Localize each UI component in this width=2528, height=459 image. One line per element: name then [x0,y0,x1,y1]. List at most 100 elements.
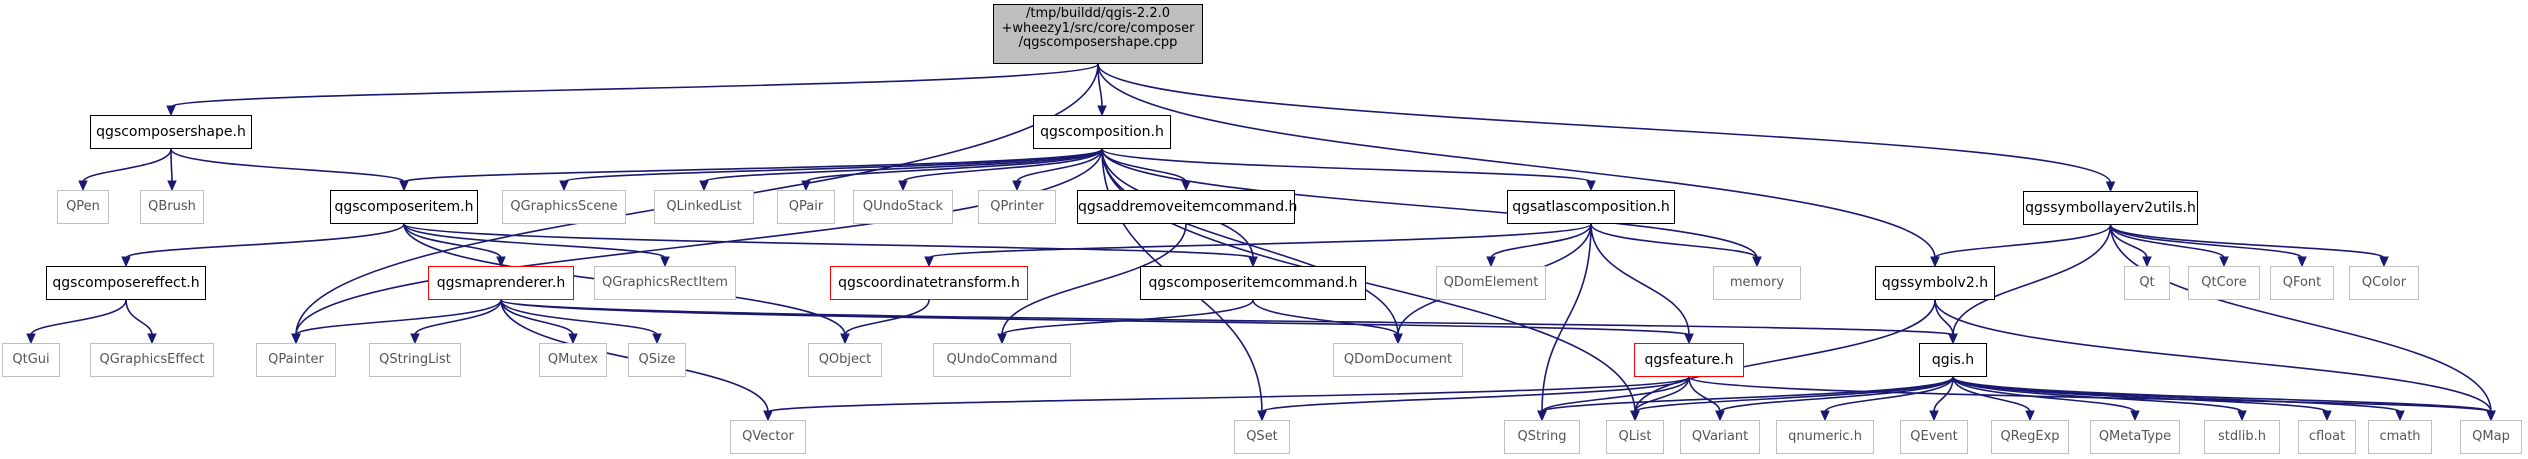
arrowhead-qgis_h-to-QMap [2486,410,2496,422]
edge-qgis_h-to-QString [1541,376,1954,413]
node-qmap[interactable]: QMap [2460,420,2522,454]
node-qgscoordinatetransform-h[interactable]: qgscoordinatetransform.h [830,266,1028,300]
node-qgscomposershape-h[interactable]: qgscomposershape.h [90,115,252,149]
node-qgssymbollayerv2utils-h[interactable]: qgssymbollayerv2utils.h [2023,191,2198,225]
edge-qgssymbollayerv2utils_h-to-QFont [2109,224,2303,259]
node-qundostack[interactable]: QUndoStack [853,190,953,224]
node-qgraphicsscene[interactable]: QGraphicsScene [502,190,626,224]
arrowhead-qgis_h-to-cmath [2395,410,2405,422]
node-qgscomposershape-cpp[interactable]: /tmp/buildd/qgis-2.2.0 +wheezy1/src/core… [993,4,1203,64]
arrowhead-qgis_h-to-qnumeric_h [1820,410,1830,422]
arrowhead-qgsfeature_h-to-QSet [1257,410,1267,422]
node-qvariant[interactable]: QVariant [1680,420,1760,454]
node-cfloat[interactable]: cfloat [2298,420,2356,454]
root-label-line-2: +wheezy1/src/core/composer [1001,20,1195,36]
node-qpair[interactable]: QPair [777,190,835,224]
node-qgraphicseffect[interactable]: QGraphicsEffect [90,343,214,377]
edge-qgscomposershape_h-to-QPen [82,148,172,183]
node-qgscomposition-h[interactable]: qgscomposition.h [1033,115,1171,149]
node-qlist[interactable]: QList [1606,420,1664,454]
node-qstringlist[interactable]: QStringList [369,343,461,377]
arrowhead-qgsmaprenderer_h-to-QMutex [568,333,578,345]
edge-qgsfeature_h-to-QSet [1261,376,1690,413]
node-qevent[interactable]: QEvent [1900,420,1968,454]
node-qregexp[interactable]: QRegExp [1991,420,2069,454]
arrowhead-qgis_h-to-QList [1630,410,1640,422]
edge-qgssymbollayerv2utils_h-to-qgssymbolv2_h [1934,224,2112,259]
node-qvector[interactable]: QVector [730,420,806,454]
node-memory[interactable]: memory [1713,266,1801,300]
edge-qgis_h-to-stdlib_h [1952,376,2243,413]
node-qtcore[interactable]: QtCore [2188,266,2260,300]
arrowhead-qgsatlascomposition_h-to-qgscoordinatetransform_h [924,256,934,268]
arrowhead-qgsatlascomposition_h-to-memory [1752,256,1762,268]
node-qfont[interactable]: QFont [2270,266,2334,300]
arrowhead-qgsfeature_h-to-QVector [763,410,773,422]
node-cmath[interactable]: cmath [2368,420,2432,454]
edge-root-to-qgscomposershape_h [170,63,1099,108]
arrowhead-qgssymbollayerv2utils_h-to-QFont [2297,256,2307,268]
edge-qgscomposition_h-to-QLinkedList [703,148,1103,183]
node-qtgui[interactable]: QtGui [2,343,60,377]
arrowhead-qgscomposition_h-to-QPrinter [1012,180,1022,192]
node-qobject[interactable]: QObject [808,343,882,377]
arrowhead-qgscomposition_h-to-QGraphicsScene [559,180,569,192]
node-qcolor[interactable]: QColor [2349,266,2419,300]
node-qgscomposeritem-h[interactable]: qgscomposeritem.h [330,190,478,224]
arrowhead-qgssymbollayerv2utils_h-to-QColor [2379,256,2389,268]
arrowhead-qgsmaprenderer_h-to-QSize [652,333,662,345]
edge-qgssymbollayerv2utils_h-to-QMap [2109,224,2492,413]
node-qpen[interactable]: QPen [57,190,109,224]
node-qgscomposereffect-h[interactable]: qgscomposereffect.h [46,266,206,300]
edge-qgscomposition_h-to-QUndoStack [902,148,1103,183]
node-qset[interactable]: QSet [1234,420,1290,454]
edge-qgsatlascomposition_h-to-qgsfeature_h [1590,223,1690,336]
arrowhead-qgsmaprenderer_h-to-QPainter [291,333,301,345]
node-qmutex[interactable]: QMutex [539,343,607,377]
arrowhead-qgscomposeritem_h-to-QGraphicsRectItem [660,256,670,268]
edge-root-to-qgssymbollayerv2utils_h [1097,63,2112,184]
node-qgsaddremoveitemcommand-h[interactable]: qgsaddremoveitemcommand.h [1077,190,1297,224]
node-qstring[interactable]: QString [1504,420,1580,454]
edge-qgscomposeritemcommand_h-to-QDomDocument [1252,299,1399,336]
arrowhead-qgscomposeritemcommand_h-to-QUndoCommand [997,333,1007,345]
node-qmetatype[interactable]: QMetaType [2090,420,2180,454]
node-qgsfeature-h[interactable]: qgsfeature.h [1634,343,1744,377]
node-qdomelement[interactable]: QDomElement [1436,266,1546,300]
node-qundocommand[interactable]: QUndoCommand [933,343,1071,377]
node-qt[interactable]: Qt [2124,266,2170,300]
edge-qgsmaprenderer_h-to-qgsfeature_h [500,299,1690,336]
node-qgis-h[interactable]: qgis.h [1919,343,1987,377]
node-qnumeric-h[interactable]: qnumeric.h [1776,420,1874,454]
arrowhead-qgscomposition_h-to-QPair [801,180,811,192]
edge-qgscomposershape_h-to-qgscomposeritem_h [170,148,405,183]
node-stdlib-h[interactable]: stdlib.h [2204,420,2280,454]
root-label-line-3: /qgscomposershape.cpp [1018,35,1178,50]
node-qgsmaprenderer-h[interactable]: qgsmaprenderer.h [428,266,574,300]
node-qgraphicsrectitem[interactable]: QGraphicsRectItem [594,266,736,300]
arrowhead-qgssymbollayerv2utils_h-to-QtCore [2219,256,2229,268]
node-qgscomposeritemcommand-h[interactable]: qgscomposeritemcommand.h [1140,266,1366,300]
node-qbrush[interactable]: QBrush [140,190,204,224]
node-qdomdocument[interactable]: QDomDocument [1333,343,1463,377]
arrowhead-qgscomposition_h-to-qgscomposeritem_h [399,180,409,192]
arrowhead-qgssymbolv2_h-to-qgis_h [1948,333,1958,345]
edge-qgis_h-to-cmath [1952,376,2401,413]
edge-qgsaddremoveitemcommand_h-to-QUndoCommand [1001,223,1187,336]
node-qgssymbolv2-h[interactable]: qgssymbolv2.h [1875,266,1995,300]
arrowhead-root-to-qgssymbollayerv2utils_h [2105,181,2116,193]
edge-qgssymbolv2_h-to-qgis_h [1934,299,1954,336]
edge-qgis_h-to-QRegExp [1952,376,2031,413]
edge-qgis_h-to-QVariant [1719,376,1954,413]
node-qprinter[interactable]: QPrinter [978,190,1056,224]
node-qlinkedlist[interactable]: QLinkedList [654,190,754,224]
edge-qgsmaprenderer_h-to-QStringList [414,299,502,336]
arrowhead-qgis_h-to-cfloat [2322,410,2332,422]
node-qgsatlascomposition-h[interactable]: qgsatlascomposition.h [1507,190,1675,224]
edge-qgscomposition_h-to-QPainter [295,148,1103,336]
node-qpainter[interactable]: QPainter [256,343,336,377]
node-qsize[interactable]: QSize [628,343,686,377]
edge-qgsfeature_h-to-QVariant [1688,376,1721,413]
edge-qgsfeature_h-to-QString [1541,376,1690,413]
